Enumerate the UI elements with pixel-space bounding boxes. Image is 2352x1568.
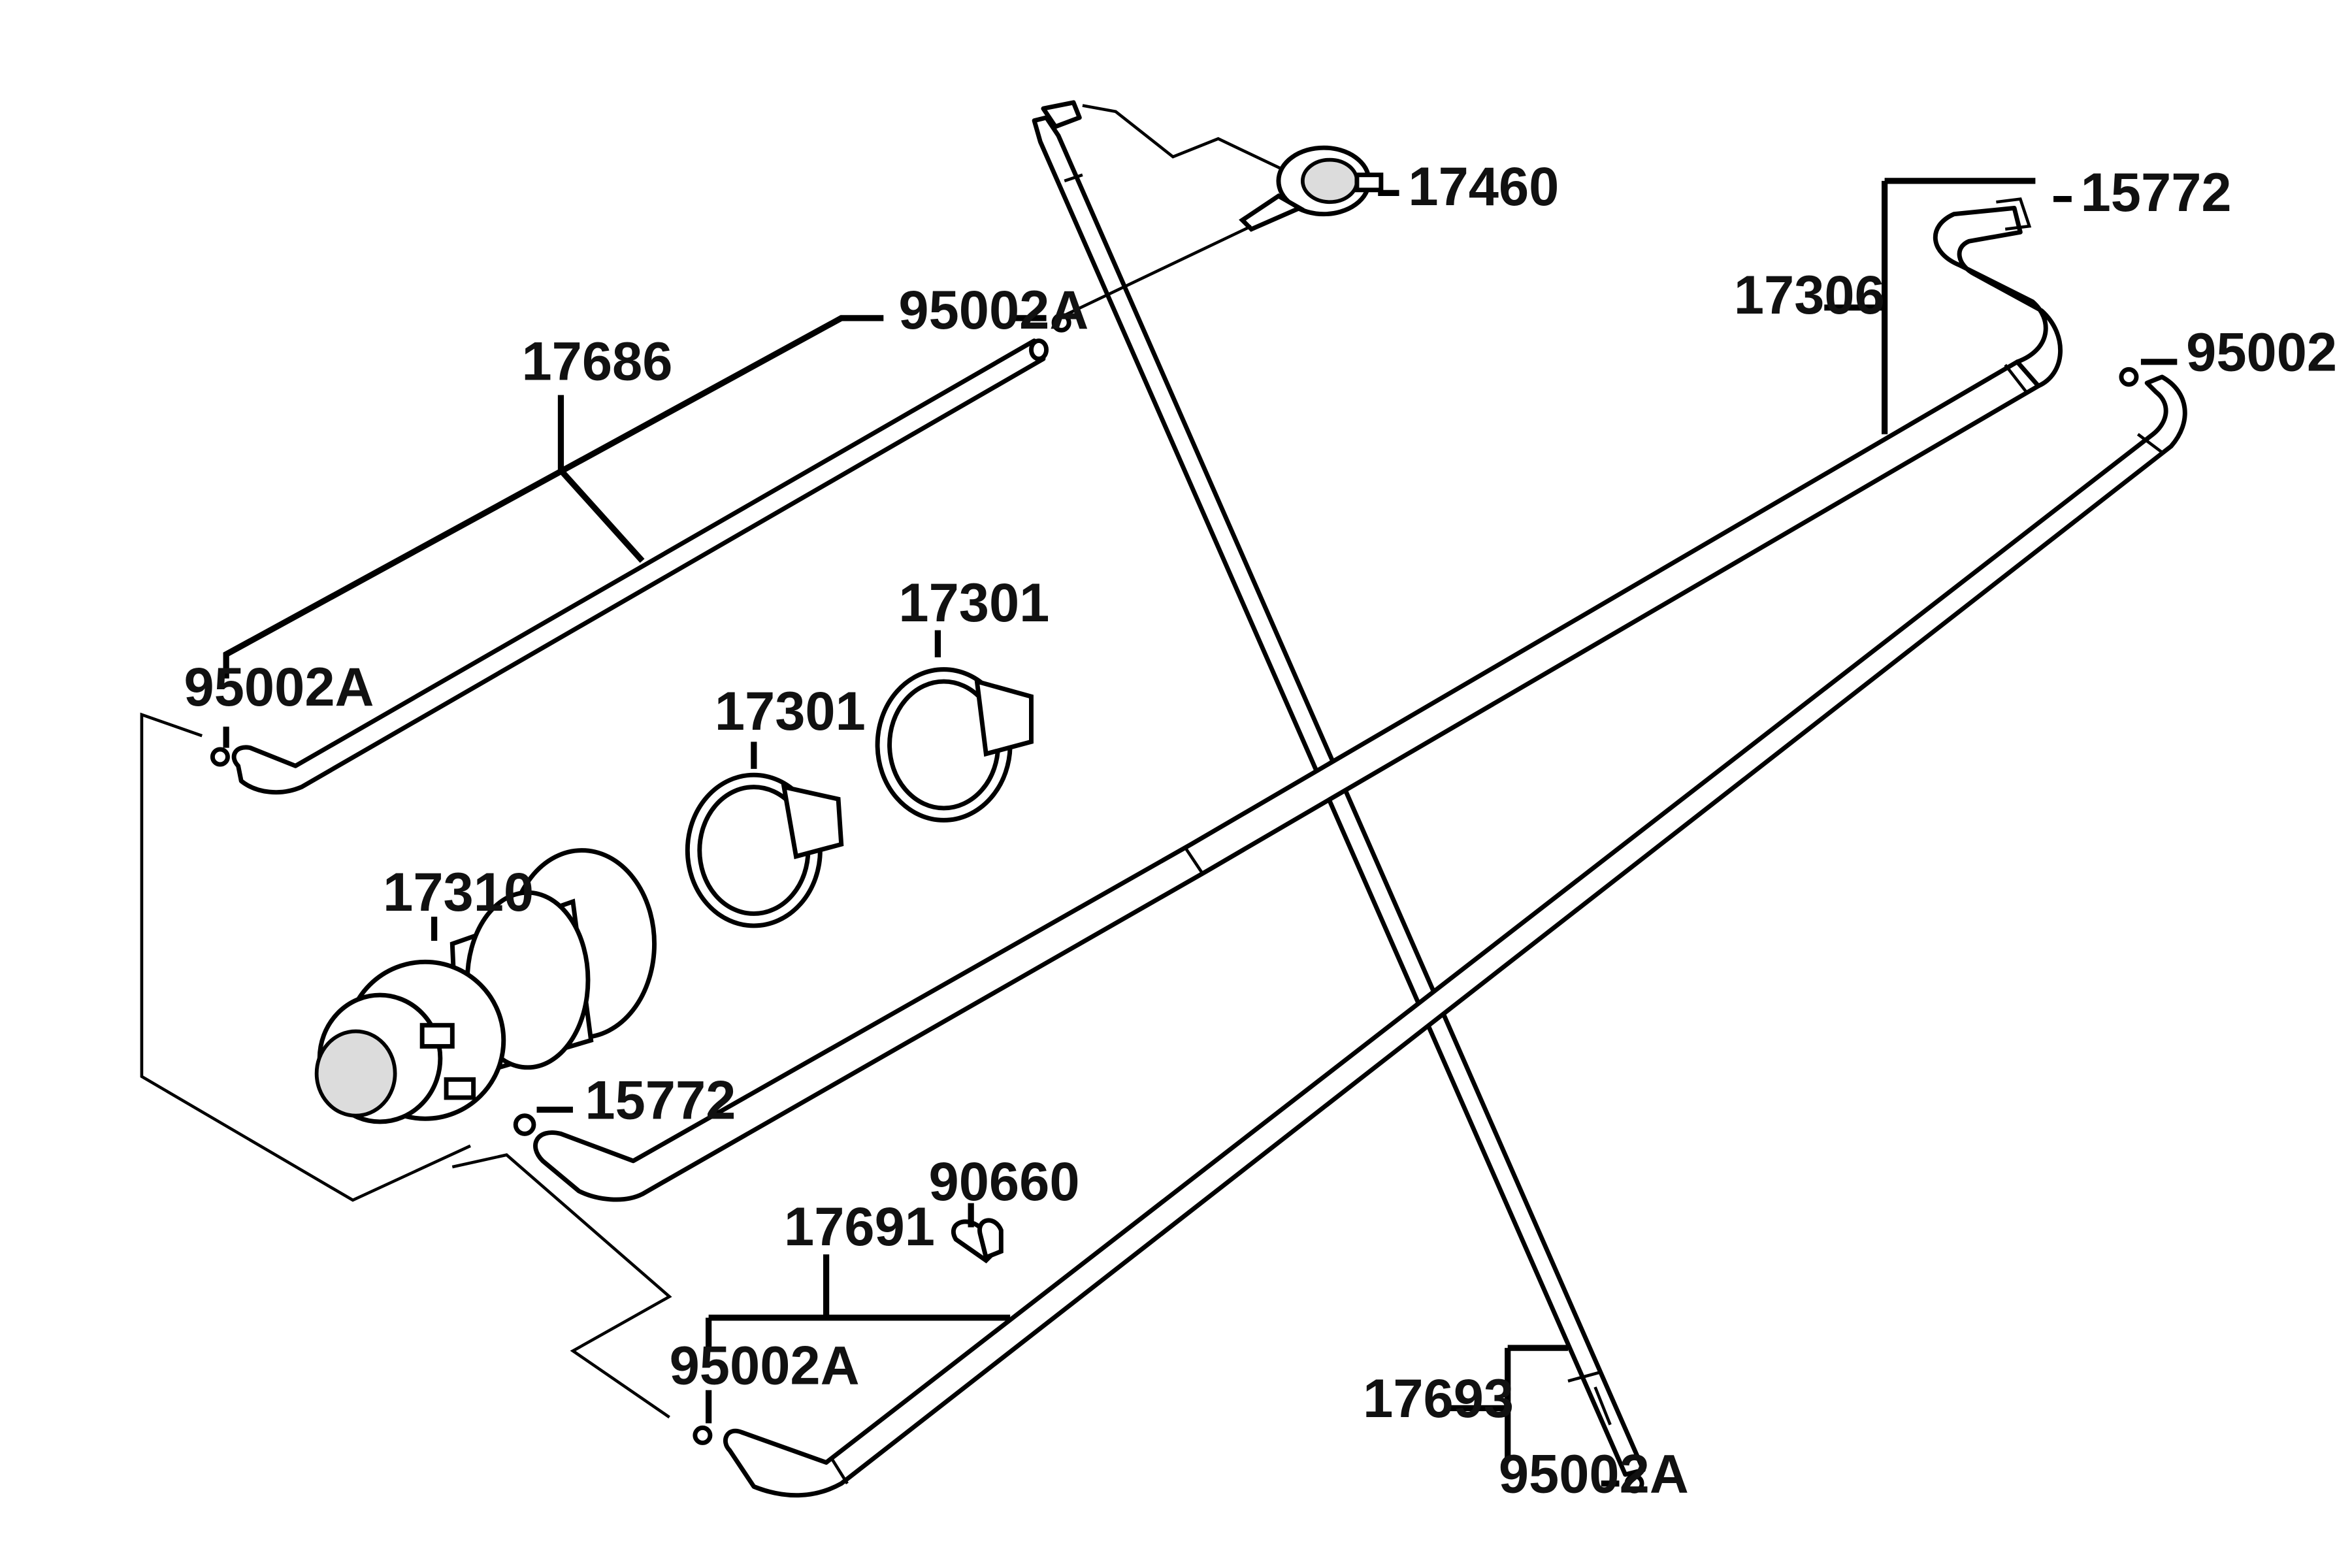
band-17301-b [875,667,1034,823]
hose-17686 [231,338,1049,795]
label-17691: 17691 [784,1196,935,1257]
hose-17306 [533,197,2063,1202]
label-95002a-left: 95002A [184,657,374,717]
hose-17691 [723,374,2187,1498]
leader-lines [223,178,2178,1487]
label-90660: 90660 [929,1151,1080,1212]
label-15772-mid: 15772 [585,1070,736,1130]
assembly-outline [140,712,672,1419]
label-95002a-bottomright: 95002A [1499,1444,1689,1505]
label-95002a-bottom: 95002A [670,1335,860,1396]
label-17310: 17310 [383,862,534,923]
label-17460: 17460 [1408,156,1559,217]
label-17693: 17693 [1363,1368,1514,1429]
label-95002a-top: 95002A [898,280,1088,340]
canister-17310 [314,848,657,1124]
label-15772-top: 15772 [2081,162,2232,223]
valve-17460 [1054,104,1384,321]
label-17686: 17686 [521,331,672,392]
band-17301-a [685,772,844,928]
clip-90660 [951,1218,1004,1264]
label-17306: 17306 [1734,265,1885,325]
label-17301-a: 17301 [715,681,866,742]
part-labels: 17460 15772 17306 95002 95002A 17686 950… [184,156,2338,1505]
label-95002-right: 95002 [2186,322,2337,383]
clamps [210,312,2139,1494]
label-17301-b: 17301 [898,572,1049,633]
